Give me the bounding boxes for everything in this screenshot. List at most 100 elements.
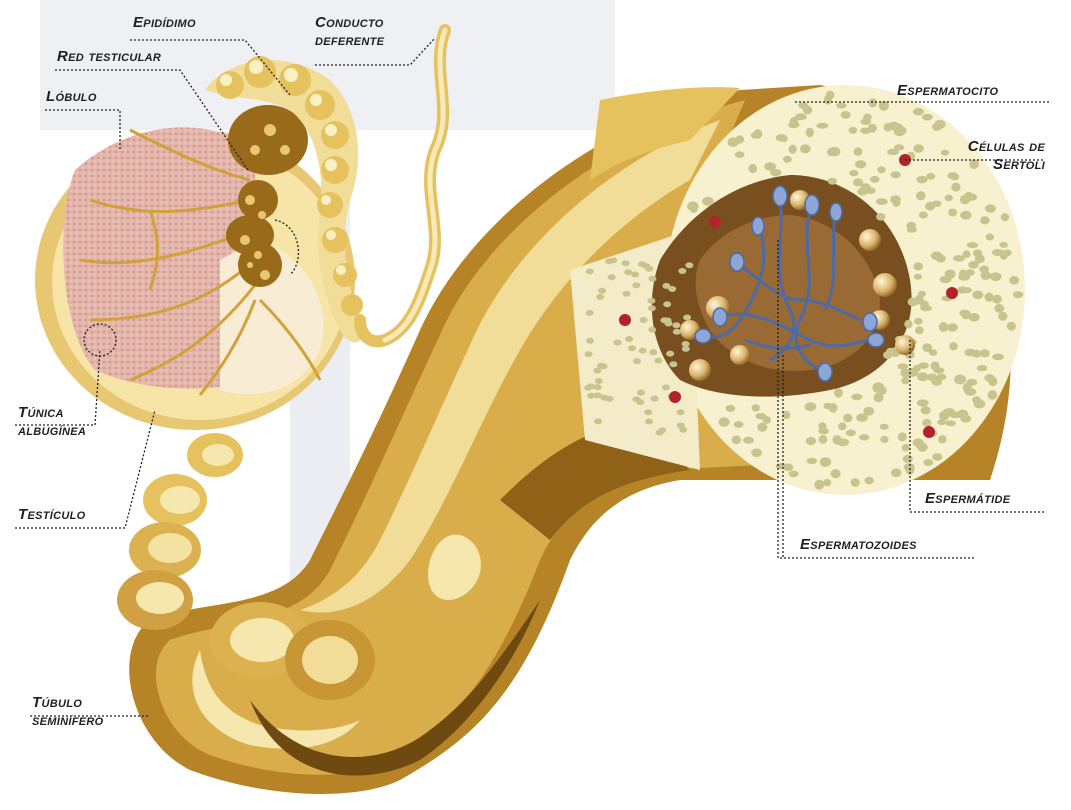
- cell-dot: [897, 363, 908, 369]
- cell-dot: [586, 268, 594, 274]
- label-testiculo: Testículo: [18, 506, 85, 524]
- cell-dot: [988, 390, 998, 399]
- cell-dot: [1013, 291, 1023, 298]
- cell-dot: [880, 424, 889, 430]
- cell-dot: [823, 403, 832, 410]
- cell-dot: [648, 276, 656, 282]
- cell-dot: [584, 385, 592, 391]
- cell-dot: [864, 477, 873, 485]
- cell-dot: [932, 123, 942, 131]
- cell-dot: [921, 406, 931, 414]
- cell-dot: [598, 288, 606, 294]
- cell-dot: [685, 262, 693, 268]
- cell-dot: [922, 114, 933, 121]
- cell-dot: [951, 183, 960, 192]
- cell-dot: [770, 169, 782, 176]
- cell-dot: [829, 147, 841, 157]
- cell-dot: [666, 351, 674, 357]
- cell-dot: [906, 222, 916, 231]
- cell-dot: [846, 430, 856, 437]
- cell-dot: [914, 318, 923, 325]
- cell-dot: [851, 394, 862, 401]
- cell-dot: [669, 361, 677, 367]
- cell-dot: [916, 191, 926, 200]
- cell-dot: [891, 468, 901, 477]
- cell-dot: [855, 160, 866, 168]
- cell-dot: [923, 459, 933, 466]
- cell-dot: [917, 372, 928, 381]
- cell-dot: [902, 444, 910, 451]
- cell-dot: [898, 432, 907, 441]
- cell-dot: [913, 144, 924, 153]
- cell-dot: [625, 336, 633, 342]
- cell-dot: [648, 305, 656, 311]
- cell-dot: [820, 457, 831, 467]
- cell-dot: [947, 323, 958, 332]
- cell-dot: [831, 469, 841, 478]
- cell-dot: [932, 201, 941, 207]
- cell-dot: [913, 262, 923, 270]
- cell-dot: [849, 170, 858, 176]
- cell-dot: [876, 198, 888, 205]
- testis: [35, 105, 355, 430]
- cell-dot: [920, 305, 932, 311]
- cell-dot: [788, 471, 798, 478]
- cell-dot: [662, 283, 670, 289]
- cell-dot: [651, 396, 659, 402]
- cell-dot: [834, 388, 843, 398]
- cell-dot: [751, 132, 760, 139]
- cell-dot: [985, 204, 996, 213]
- cell-dot: [965, 269, 974, 276]
- cell-dot: [734, 421, 744, 428]
- cell-dot: [673, 329, 681, 335]
- cell-dot: [687, 201, 698, 211]
- cell-dot: [806, 437, 816, 445]
- cell-dot: [945, 195, 953, 202]
- cell-dot: [732, 435, 741, 444]
- cell-dot: [971, 350, 982, 358]
- cell-dot: [726, 405, 736, 412]
- cell-dot: [904, 463, 915, 471]
- label-lobulo: Lóbulo: [46, 88, 97, 106]
- cell-dot: [788, 121, 799, 128]
- cell-dot: [985, 293, 994, 302]
- cell-dot: [631, 272, 639, 278]
- cell-dot: [789, 145, 797, 154]
- cell-dot: [586, 338, 594, 344]
- cell-dot: [806, 128, 814, 138]
- cell-dot: [859, 434, 869, 440]
- cell-dot: [639, 348, 647, 354]
- cell-dot: [719, 417, 730, 427]
- cell-dot: [929, 349, 937, 356]
- cell-dot: [917, 443, 927, 452]
- cell-dot: [677, 422, 685, 428]
- cell-dot: [640, 317, 648, 323]
- label-espermatocito: Espermatocito: [897, 82, 998, 100]
- cell-dot: [977, 365, 988, 371]
- cell-dot: [927, 374, 937, 381]
- cell-dot: [672, 322, 680, 328]
- cell-dot: [624, 269, 632, 275]
- cell-dot: [736, 135, 744, 144]
- cell-dot: [637, 390, 645, 396]
- cell-dot: [683, 315, 691, 321]
- cell-dot: [751, 448, 762, 457]
- cell-dot: [974, 399, 985, 408]
- cell-dot: [966, 379, 977, 386]
- cell-dot: [648, 327, 656, 333]
- cell-dot: [851, 478, 860, 487]
- cell-dot: [893, 199, 901, 206]
- cell-dot: [755, 413, 766, 420]
- cell-dot: [645, 266, 653, 272]
- cell-dot: [965, 388, 977, 396]
- cell-dot: [918, 362, 929, 368]
- cell-dot: [836, 103, 847, 109]
- cell-dot: [957, 410, 968, 419]
- cell-dot: [702, 197, 714, 206]
- cell-dot: [954, 375, 966, 385]
- cell-dot: [633, 358, 641, 364]
- cell-dot: [662, 384, 670, 390]
- label-espermatide: Espermátide: [925, 490, 1010, 508]
- cell-dot: [914, 274, 922, 280]
